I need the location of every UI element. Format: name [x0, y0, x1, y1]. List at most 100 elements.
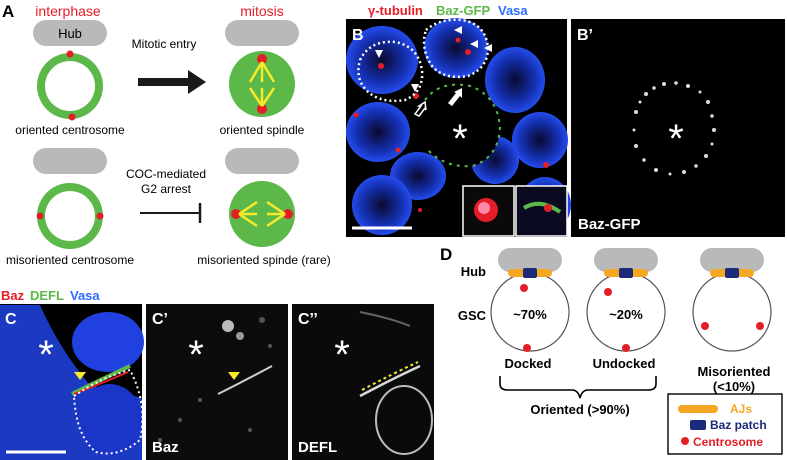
misoriented-centrosome-label: misoriented centrosome	[6, 253, 134, 267]
spindle-microtubules	[248, 61, 276, 107]
oriented-label: Oriented (>90%)	[530, 402, 629, 417]
coc-label-line1: COC-mediated	[126, 167, 206, 181]
gsc-label: GSC	[458, 308, 487, 323]
baz-signal	[217, 365, 273, 395]
misoriented-percentage: (<10%)	[713, 379, 755, 394]
centrosome-dot	[756, 322, 764, 330]
centrosome-dot	[66, 50, 74, 58]
centrosome-dot	[622, 344, 630, 352]
gsc-membrane	[375, 385, 433, 455]
mitotic-entry-label: Mitotic entry	[132, 37, 197, 51]
panel-d-letter: D	[440, 245, 452, 264]
oriented-brace	[499, 376, 657, 399]
baz-background	[158, 317, 272, 442]
panel-c: * C Baz DEFL Vasa	[0, 288, 144, 460]
baz-signal	[424, 83, 502, 168]
panel-c-double-prime-letter: C’’	[298, 311, 318, 328]
centrosome-dot	[36, 212, 44, 220]
docked-diagram: ~70%	[490, 248, 570, 352]
panel-b-prime: * B’ Baz-GFP	[571, 19, 785, 237]
spindle-pole	[257, 54, 267, 64]
cell-nucleus	[45, 191, 95, 241]
hub-shape	[225, 20, 299, 46]
spindle-pole	[283, 209, 293, 219]
legend: AJs Baz patch Centrosome	[667, 393, 783, 455]
legend-baz-patch-swatch	[690, 420, 706, 430]
gsc-circle	[692, 272, 772, 352]
hub-region	[424, 88, 500, 168]
centrosome-dot	[523, 344, 531, 352]
coc-label-line2: G2 arrest	[141, 182, 192, 196]
arrowheads	[375, 26, 492, 92]
legend-gamma-tubulin: γ-tubulin	[368, 3, 423, 18]
vasa-signal	[72, 312, 144, 372]
legend-ajs-label: AJs	[730, 402, 752, 416]
hub-shape	[700, 248, 764, 272]
misoriented-label: Misoriented	[698, 364, 771, 379]
oriented-spindle-label: oriented spindle	[220, 123, 305, 137]
panel-b-letter: B	[352, 27, 364, 44]
legend-vasa: Vasa	[70, 288, 100, 303]
centrosome-dot	[604, 288, 612, 296]
cell-cytoplasm	[229, 181, 295, 247]
inset-centrosome	[544, 204, 552, 212]
panel-a-letter: A	[2, 2, 14, 21]
open-arrow-icon	[413, 100, 427, 117]
spindle-microtubules	[238, 200, 286, 228]
hub-asterisk: *	[188, 333, 204, 377]
centrosome-dot	[68, 113, 76, 121]
panel-b-prime-letter: B’	[577, 27, 593, 44]
undocked-percentage: ~20%	[609, 307, 643, 322]
hub-asterisk: *	[452, 117, 468, 161]
legend-defl: DEFL	[30, 288, 64, 303]
undocked-label: Undocked	[593, 356, 656, 371]
hub-label: Hub	[461, 264, 486, 279]
interphase-label: interphase	[35, 3, 101, 19]
panel-c-double-prime: * C’’ DEFL	[292, 304, 434, 460]
defl-signal	[359, 311, 411, 327]
panel-b: * B γ-tubulin Baz-GFP Vasa	[346, 3, 571, 237]
channel-label-baz: Baz	[152, 439, 179, 456]
yellow-arrowhead	[228, 372, 240, 380]
micrograph-c-double-prime	[292, 304, 434, 460]
solid-arrow-icon	[448, 88, 462, 106]
legend-baz-gfp: Baz-GFP	[436, 3, 491, 18]
panel-d: D Hub GSC ~70% Docked ~20% Undocked	[440, 245, 783, 455]
misoriented-centrosome-cell	[36, 183, 104, 249]
gsc-outline	[357, 40, 424, 103]
micrograph-b-prime	[571, 19, 785, 237]
legend-centrosome-label: Centrosome	[693, 435, 763, 449]
docked-percentage: ~70%	[513, 307, 547, 322]
panel-c-letter: C	[5, 311, 17, 328]
legend-aj-swatch	[678, 405, 718, 413]
micrograph-c-prime	[146, 304, 288, 460]
mitotic-entry-arrow	[138, 70, 206, 94]
gsc-outline	[72, 368, 144, 455]
yellow-dotted-line	[361, 361, 419, 391]
spindle-pole	[257, 104, 267, 114]
hub-asterisk: *	[334, 333, 350, 377]
panel-a: A interphase mitosis Hub oriented centro…	[2, 2, 331, 267]
channel-label-baz-gfp: Baz-GFP	[578, 216, 641, 233]
cell-nucleus	[45, 61, 95, 111]
hub-shape	[33, 148, 107, 174]
centrosome-dot	[520, 284, 528, 292]
undocked-diagram: ~20%	[586, 248, 666, 352]
mitosis-label: mitosis	[240, 3, 284, 19]
baz-puncta	[632, 81, 716, 176]
oriented-spindle-cell	[229, 51, 295, 117]
spindle-pole	[231, 209, 241, 219]
hub-asterisk: *	[38, 333, 54, 377]
misoriented-spindle-label: misoriented spinde (rare)	[197, 253, 330, 267]
hub-asterisk: *	[668, 117, 684, 161]
legend-baz: Baz	[1, 288, 25, 303]
centrosome-dot	[96, 212, 104, 220]
centrosome-dot	[701, 322, 709, 330]
baz-patch-shape	[619, 268, 633, 278]
gsc-cell	[78, 384, 142, 456]
interphase-oriented-cell	[37, 50, 103, 121]
misoriented-diagram	[692, 248, 772, 352]
hub-shape	[225, 148, 299, 174]
